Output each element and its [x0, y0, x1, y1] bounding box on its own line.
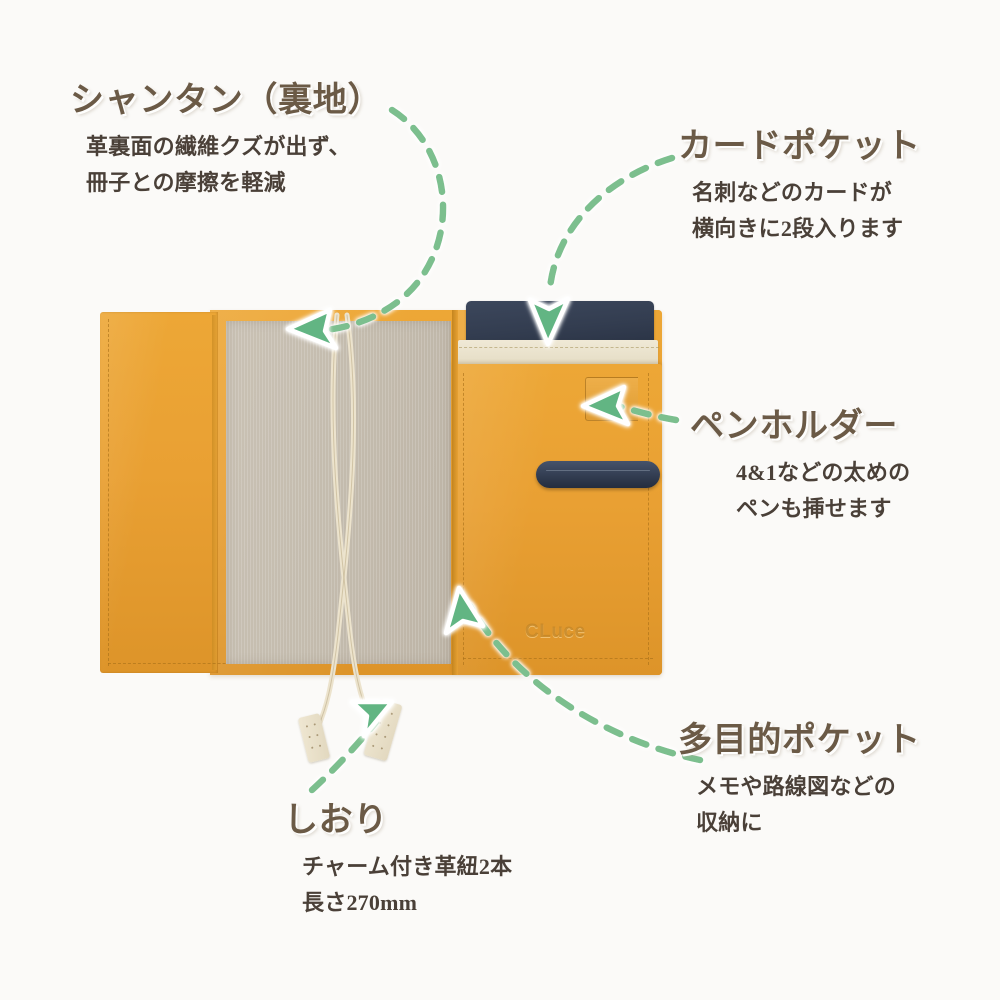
callout-title: シャンタン（裏地）: [70, 82, 383, 119]
callout-line: 名刺などのカードが: [692, 180, 892, 206]
stitch-left: [108, 319, 109, 666]
back-cover-flap: [100, 312, 218, 673]
callout-pen-holder: ペンホルダー 4&1などの太めの ペンも挿せます: [690, 408, 910, 527]
callout-line: 収納に: [696, 810, 763, 836]
product-photo: CLuce: [100, 301, 662, 763]
callout-line: ペンも挿せます: [736, 496, 892, 522]
pen-navy: [536, 461, 660, 488]
flap-fold-edge: [212, 315, 217, 670]
callout-line: 4&1などの太めの: [736, 460, 911, 486]
callout-line: チャーム付き革紐2本: [302, 854, 513, 880]
callout-line: 革裏面の繊維クズが出ず、: [86, 134, 351, 160]
callout-title: カードポケット: [678, 128, 921, 165]
callout-card-pocket: カードポケット 名刺などのカードが 横向きに2段入ります: [678, 128, 921, 247]
callout-line: メモや路線図などの: [696, 774, 896, 800]
callout-title: ペンホルダー: [690, 408, 899, 445]
callout-line: 冊子との摩擦を軽減: [86, 170, 286, 196]
callout-shantan-lining: シャンタン（裏地） 革裏面の繊維クズが出ず、 冊子との摩擦を軽減: [70, 82, 382, 201]
stitch-cardslot: [459, 347, 659, 348]
callout-title: しおり: [284, 802, 389, 839]
callout-title: 多目的ポケット: [678, 722, 921, 759]
callout-multi-pocket: 多目的ポケット メモや路線図などの 収納に: [678, 722, 921, 841]
callout-line: 長さ270mm: [302, 890, 418, 916]
stitch-pocket-right: [648, 373, 649, 665]
callout-bookmark: しおり チャーム付き革紐2本 長さ270mm: [284, 802, 512, 921]
callout-line: 横向きに2段入ります: [692, 216, 904, 242]
stitch-pocket-left: [463, 373, 464, 665]
arrow-path-card-pocket: [546, 154, 676, 292]
bookmark-cords: [315, 312, 375, 730]
pocket-fold-edge: [452, 310, 458, 675]
